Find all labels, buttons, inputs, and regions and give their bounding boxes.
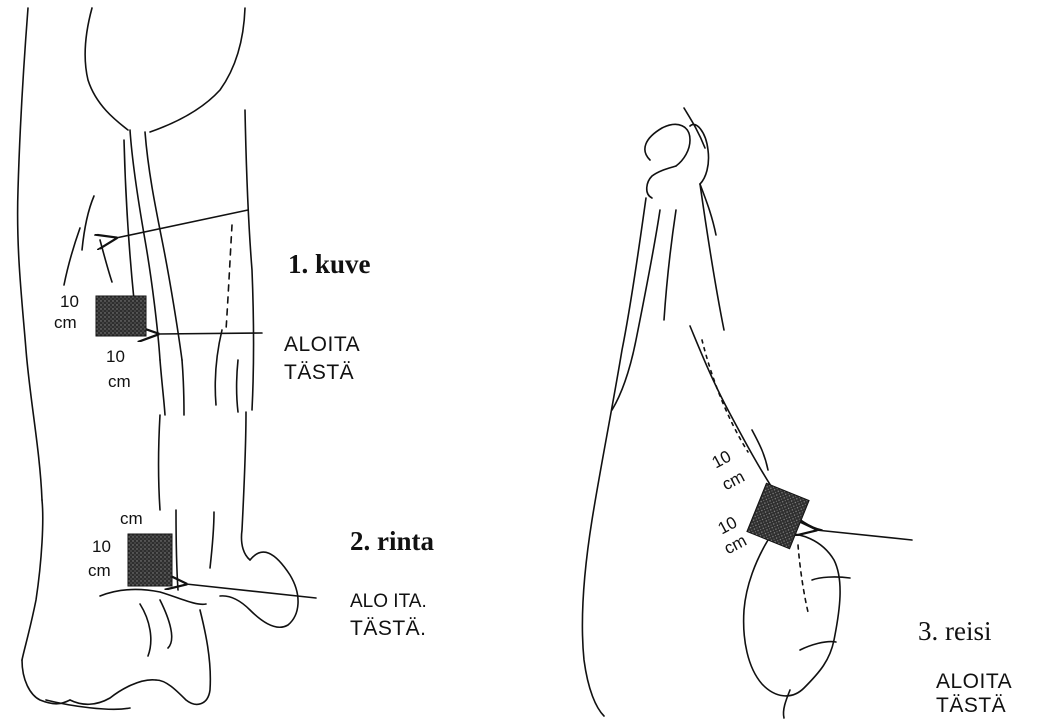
fig3-instruction-line2: TÄSTÄ	[936, 695, 1006, 716]
fig3-caption: 3. reisi	[918, 618, 992, 645]
fig2-dim-unit: cm	[88, 562, 111, 579]
fig2-caption: 2. rinta	[350, 528, 434, 555]
fig1-dim-horizontal-value: 10	[106, 348, 125, 365]
fig1-sample-patch	[96, 296, 146, 336]
fig1-caption: 1. kuve	[288, 251, 371, 278]
fig1-start-pointer	[158, 333, 262, 334]
figure3-leg-outline	[582, 108, 850, 718]
fig3-sample-patch	[747, 483, 809, 548]
fig1-dim-vertical-value: 10	[60, 293, 79, 310]
fig1-dim-horizontal-unit: cm	[108, 373, 131, 390]
fig2-sample-patch	[128, 534, 172, 586]
fig2-instruction-line1: ALO ITA.	[350, 592, 427, 611]
fig1-instruction-line2: TÄSTÄ	[284, 362, 354, 383]
fig1-upper-pointer	[116, 210, 248, 238]
fig1-instruction-line1: ALOITA	[284, 334, 360, 355]
fig2-dim-value: 10	[92, 538, 111, 555]
fig2-instruction-line2: TÄSTÄ.	[350, 618, 427, 639]
fig1-dim-vertical-unit: cm	[54, 314, 77, 331]
fig2-dim-top-unit: cm	[120, 510, 143, 527]
fig3-start-pointer	[816, 530, 912, 540]
fig3-instruction-line1: ALOITA	[936, 671, 1012, 692]
